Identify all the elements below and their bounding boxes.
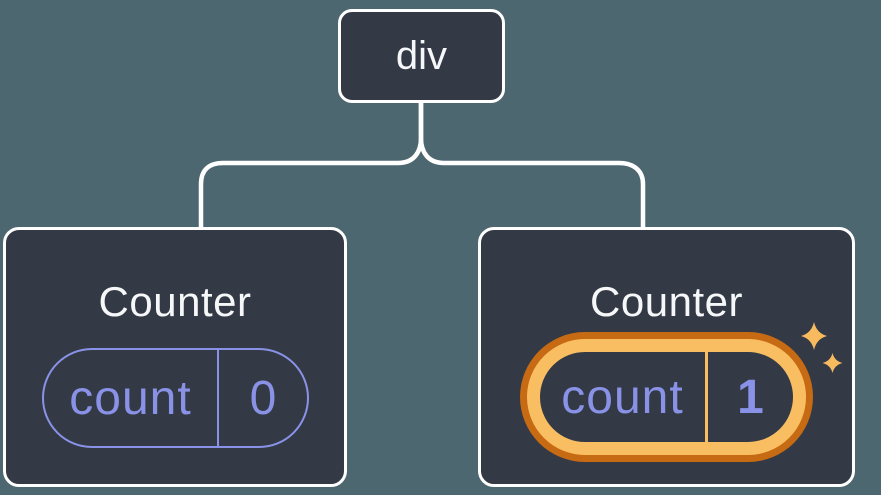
connector-root-to-right-child bbox=[418, 97, 646, 231]
state-pill-highlighted: count 1 bbox=[527, 339, 806, 455]
sparkles-icon bbox=[801, 322, 843, 373]
state-value: 1 bbox=[737, 370, 764, 424]
state-key-label: count bbox=[69, 371, 192, 425]
state-pill-divider bbox=[217, 350, 219, 446]
counter-card-left: Counter count 0 bbox=[3, 227, 347, 487]
root-div-node: div bbox=[338, 9, 505, 103]
component-title: Counter bbox=[98, 278, 252, 325]
root-node-label: div bbox=[395, 33, 448, 78]
component-title: Counter bbox=[590, 278, 743, 325]
state-key-label: count bbox=[561, 370, 684, 424]
state-value: 0 bbox=[249, 371, 277, 425]
connector-root-to-left-child bbox=[198, 97, 424, 231]
state-pill: count 0 bbox=[42, 348, 309, 448]
state-pill-divider bbox=[705, 352, 708, 442]
counter-card-right-highlighted: Counter count 1 bbox=[478, 227, 855, 487]
